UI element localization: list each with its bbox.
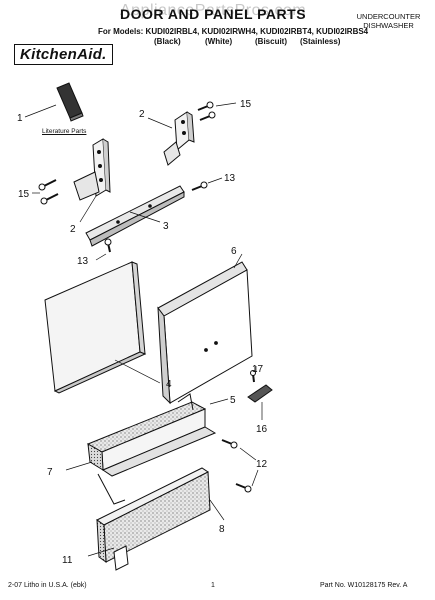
callout-16: 16: [256, 424, 268, 435]
hinge-bracket-left: [73, 138, 111, 223]
panel-clip: [247, 366, 273, 420]
callouts: 1 2 15 15 13 2 3 13 6 4 17 5 16 7 12 8 1…: [17, 99, 268, 566]
footer-page-number: 1: [211, 582, 215, 589]
callout-5: 5: [230, 395, 236, 406]
variant-black: (Black): [154, 37, 181, 46]
models-line: For Models: KUDI02IRBL4, KUDI02IRWH4, KU…: [98, 27, 369, 36]
brand-logo: KitchenAid.: [14, 44, 113, 65]
callout-11: 11: [62, 555, 73, 566]
toe-panel-bracket: [65, 393, 229, 505]
callout-15-upper: 15: [240, 99, 252, 110]
footer-part-number: Part No. W10128175 Rev. A: [320, 582, 408, 589]
callout-15-left: 15: [18, 189, 30, 200]
callout-3: 3: [163, 221, 169, 232]
outer-door-panel: [157, 253, 253, 405]
lower-toe-panel: [87, 467, 225, 571]
callout-8: 8: [219, 524, 225, 535]
callout-12: 12: [256, 459, 268, 470]
variant-white: (White): [205, 37, 233, 46]
callout-17: 17: [252, 364, 264, 375]
hinge-bracket-right: [147, 111, 195, 166]
screw-13-right: [191, 177, 223, 191]
callout-4: 4: [166, 379, 172, 390]
screw-12: [221, 439, 259, 493]
literature-booklet: [24, 82, 84, 122]
page-title: DOOR AND PANEL PARTS: [120, 6, 307, 22]
callout-13-left: 13: [77, 256, 89, 267]
callout-2-upper: 2: [139, 109, 145, 120]
screw-15-left: [32, 179, 59, 205]
callout-7: 7: [47, 467, 53, 478]
callout-6: 6: [231, 246, 237, 257]
screw-15-upper-right: [197, 101, 237, 121]
variant-biscuit: (Biscuit): [255, 37, 287, 46]
callout-2-left: 2: [70, 224, 76, 235]
literature-parts-label: Literature Parts: [42, 128, 87, 135]
callout-1: 1: [17, 113, 23, 124]
inner-door-panel: [44, 261, 161, 394]
footer-litho: 2-07 Litho in U.S.A. (ebk): [8, 582, 87, 589]
watermark: AppliancePartsPros.com: [120, 2, 307, 19]
screw-13-left: [95, 238, 112, 261]
variant-stainless: (Stainless): [300, 37, 341, 46]
category-line-2: DISHWASHER: [363, 21, 414, 30]
category-line-1: UNDERCOUNTER: [356, 12, 421, 21]
callout-13-right: 13: [224, 173, 236, 184]
door-bracket-rail: [85, 185, 185, 247]
appliance-category: UNDERCOUNTER DISHWASHER: [346, 12, 431, 30]
